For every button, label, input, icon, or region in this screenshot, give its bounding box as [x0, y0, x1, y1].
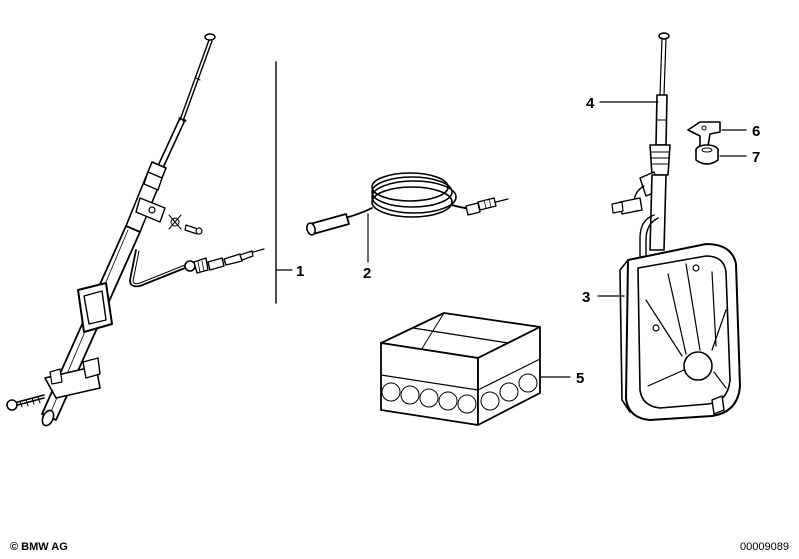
diagram-number: 00009089 [740, 541, 789, 553]
copyright-label: © BMW AG [10, 541, 68, 553]
motor-housing[interactable] [619, 243, 741, 421]
callout-1: 1 [296, 263, 304, 280]
callout-3: 3 [582, 289, 590, 306]
callout-6: 6 [752, 123, 760, 140]
antenna-cable[interactable] [306, 172, 509, 236]
callout-7: 7 [752, 149, 760, 166]
manual-antenna-assembly[interactable] [6, 33, 265, 427]
callout-5: 5 [576, 370, 584, 387]
antenna-key[interactable] [687, 121, 721, 147]
callout-2: 2 [363, 265, 371, 282]
callout-4: 4 [586, 95, 595, 112]
antenna-nut[interactable] [695, 144, 719, 165]
power-antenna-mast[interactable] [611, 32, 671, 261]
parts-box[interactable] [380, 312, 541, 426]
